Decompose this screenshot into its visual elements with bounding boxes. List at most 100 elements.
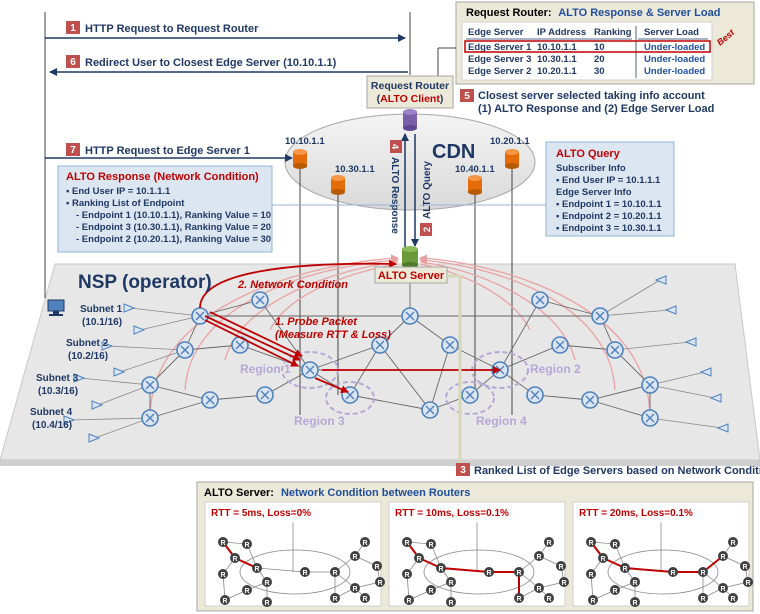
nsp-platform <box>0 263 760 461</box>
mini-router-icon: R <box>375 577 385 587</box>
rr-header-ranking: Ranking <box>594 27 632 38</box>
svg-text:R: R <box>720 586 725 593</box>
svg-text:HTTP Request to Request Router: HTTP Request to Request Router <box>85 23 259 35</box>
svg-text:R: R <box>612 588 617 595</box>
router-icon <box>551 336 569 354</box>
svg-text:R: R <box>558 564 563 571</box>
bottom-title-colored: Network Condition between Routers <box>281 487 470 499</box>
step6: 6 Redirect User to Closest Edge Server (… <box>66 55 337 69</box>
alto-query-box: ALTO Query Subscriber Info▪ End User IP … <box>545 141 675 237</box>
svg-text:R: R <box>428 542 433 549</box>
rr-cell: Under-loaded <box>644 42 705 53</box>
svg-text:ALTO Response: ALTO Response <box>389 157 400 234</box>
mini-router-icon: R <box>610 539 620 549</box>
router-icon <box>641 376 659 394</box>
svg-text:R: R <box>700 596 705 603</box>
svg-text:R: R <box>244 588 249 595</box>
svg-text:R: R <box>352 586 357 593</box>
svg-text:R: R <box>561 580 566 587</box>
subnet-3-cidr: (10.3/16) <box>38 386 78 397</box>
svg-text:R: R <box>244 542 249 549</box>
mini-router-icon: R <box>630 597 640 607</box>
mini-router-icon: R <box>350 551 360 561</box>
alto-query-line: ▪ Endpoint 1 = 10.10.1.1 <box>556 199 662 210</box>
router-icon <box>141 376 159 394</box>
svg-text:R: R <box>264 580 269 587</box>
alto-query-line: ▪ Endpoint 2 = 10.20.1.1 <box>556 211 662 222</box>
router-icon <box>141 409 159 427</box>
region-3-label: Region 3 <box>294 414 345 428</box>
edge-ip-4: 10.40.1.1 <box>455 164 495 175</box>
svg-text:Request Router: ALTO Res: Request Router: ALTO Response & Server L… <box>466 7 720 19</box>
routers <box>141 291 659 427</box>
svg-text:R: R <box>428 588 433 595</box>
rtt-label: RTT = 20ms, Loss=0.1% <box>579 508 693 519</box>
svg-text:R: R <box>632 580 637 587</box>
svg-text:R: R <box>222 598 227 605</box>
rr-cell: Edge Server 3 <box>468 54 531 65</box>
svg-text:Ranked List of Edge Servers ba: Ranked List of Edge Servers based on Net… <box>474 465 760 477</box>
router-icon <box>176 341 194 359</box>
rr-header-ip: IP Address <box>537 27 586 38</box>
svg-text:R: R <box>220 572 225 579</box>
svg-text:R: R <box>720 554 725 561</box>
subnet-1-name: Subnet 1 <box>80 304 123 315</box>
svg-text:R: R <box>700 570 705 577</box>
step3: 3 Ranked List of Edge Servers based on N… <box>456 463 760 477</box>
step7: 7 HTTP Request to Edge Server 1 <box>66 143 250 157</box>
router-icon <box>606 341 624 359</box>
mini-router-icon: R <box>414 553 424 563</box>
mini-router-icon: R <box>220 595 230 605</box>
svg-text:1: 1 <box>70 23 76 34</box>
mini-router-icon: R <box>586 537 596 547</box>
region-4-label: Region 4 <box>476 414 527 428</box>
mini-router-icon: R <box>544 593 554 603</box>
svg-text:R: R <box>352 554 357 561</box>
mini-router-icon: R <box>698 567 708 577</box>
rr-cell: 10.30.1.1 <box>537 54 577 65</box>
device-links <box>69 279 723 439</box>
svg-text:R: R <box>438 566 443 573</box>
svg-text:2: 2 <box>422 227 433 232</box>
alto-response-line: ▪ Ranking List of Endpoint <box>66 198 185 209</box>
rr-paren-open: ( <box>377 93 381 105</box>
mini-router-icon: R <box>728 593 738 603</box>
step2: 2 ALTO Query <box>420 161 433 236</box>
mini-router-icon: R <box>330 567 340 577</box>
svg-text:R: R <box>264 600 269 607</box>
subnet-2-cidr: (10.2/16) <box>68 351 108 362</box>
mini-router-icon: R <box>230 553 240 563</box>
request-router-server-icon <box>403 109 417 131</box>
router-icon <box>201 391 219 409</box>
svg-text:R: R <box>730 540 735 547</box>
router-icon <box>421 401 439 419</box>
mini-router-icon: R <box>598 553 608 563</box>
svg-text:Request Router: Request Router <box>371 80 449 92</box>
svg-text:Redirect User to Closest Edge: Redirect User to Closest Edge Server (10… <box>85 57 337 69</box>
mini-router-icon: R <box>360 593 370 603</box>
bottom-title-bold: ALTO Server: <box>204 487 274 499</box>
svg-text:R: R <box>730 596 735 603</box>
mini-router-icon: R <box>372 561 382 571</box>
svg-text:R: R <box>362 596 367 603</box>
svg-text:R: R <box>362 540 367 547</box>
region-2-label: Region 2 <box>530 362 581 376</box>
router-icon <box>256 386 274 404</box>
svg-text:R: R <box>516 596 521 603</box>
rr-table-title-colored: ALTO Response & Server Load <box>558 7 720 19</box>
svg-text:R: R <box>374 564 379 571</box>
network-condition-label: 2. Network Condition <box>237 279 348 291</box>
mini-router-icon: R <box>728 537 738 547</box>
rr-header-load: Server Load <box>644 27 699 38</box>
router-icon <box>531 291 549 309</box>
alto-query-line: Subscriber Info <box>556 163 626 174</box>
request-router-table-panel: Request Router: ALTO Response & Server L… <box>455 1 755 85</box>
probe-label-line1: 1. Probe Packet <box>275 316 358 328</box>
mini-router-icon: R <box>630 577 640 587</box>
mini-router-icon: R <box>402 569 412 579</box>
svg-text:R: R <box>622 566 627 573</box>
mini-router-icon: R <box>556 561 566 571</box>
edge-server-icon <box>331 175 345 195</box>
svg-text:ALTO Query: ALTO Query <box>556 148 621 160</box>
